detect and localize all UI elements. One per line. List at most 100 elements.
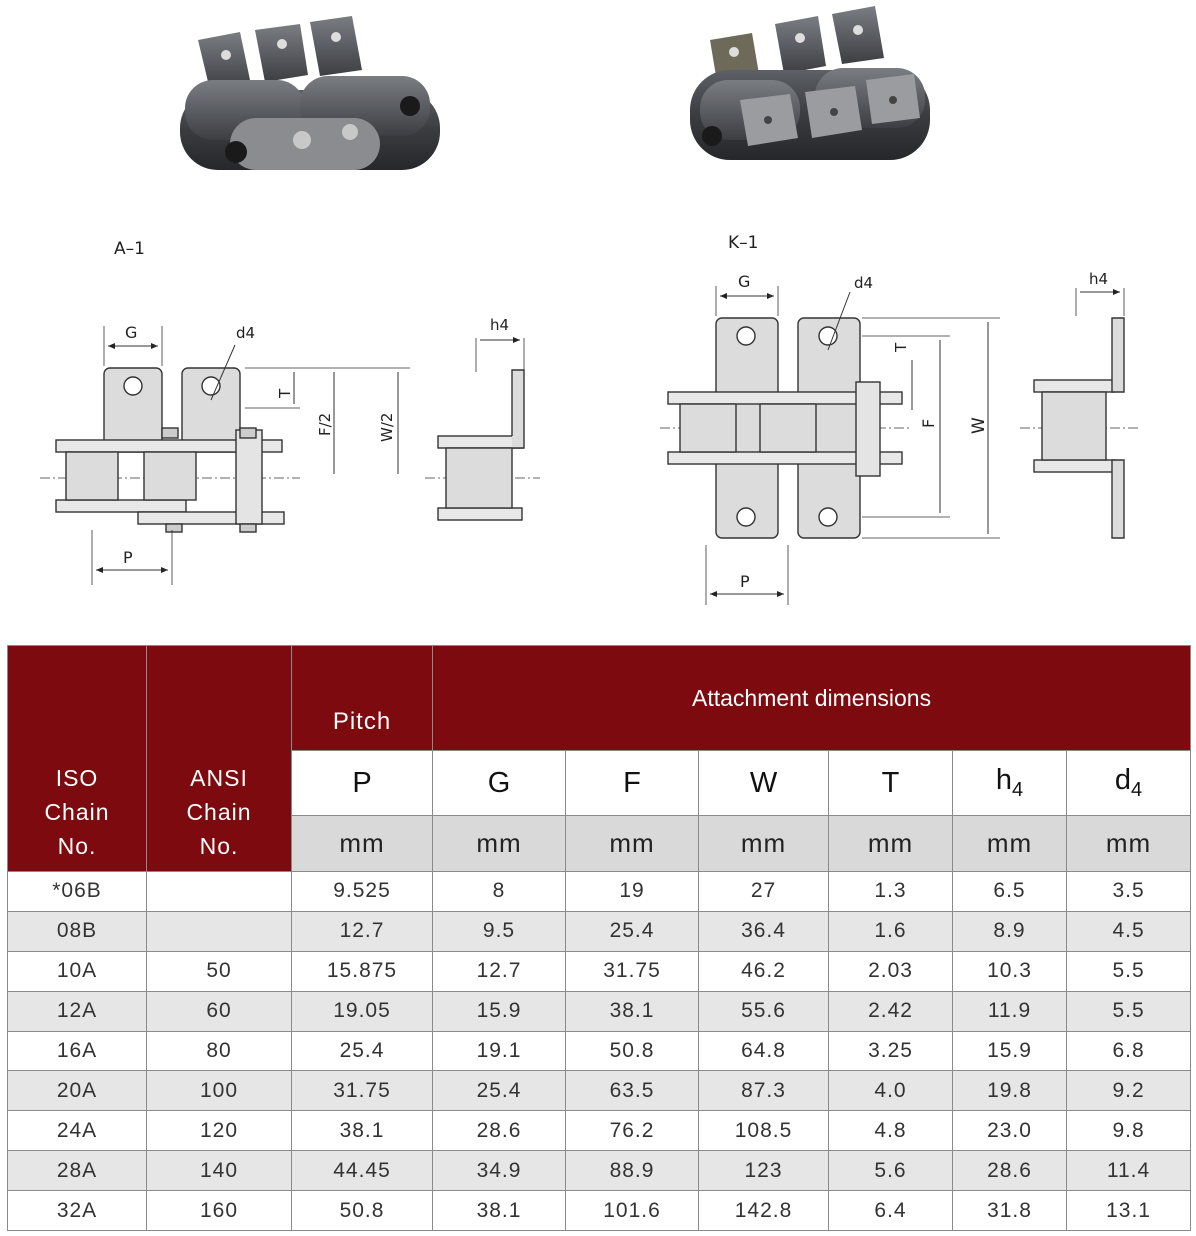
cell-iso: 32A (7, 1190, 147, 1231)
cell-t: 4.8 (828, 1110, 953, 1152)
cell-w: 108.5 (698, 1110, 829, 1152)
header-attachment-dimensions: Attachment dimensions (431, 645, 1192, 751)
drawing-k1 (660, 286, 1000, 605)
symbol-f: F (565, 750, 699, 816)
cell-ansi: 80 (146, 1030, 292, 1072)
table-body: *06B 9.525 8 19 27 1.3 6.5 3.5 08B 12.7 … (7, 871, 1192, 1231)
dim-label-t-k1: T (892, 342, 910, 353)
unit-p: mm (291, 815, 433, 872)
cell-pitch: 9.525 (291, 871, 433, 912)
dim-label-h4: h4 (490, 316, 509, 334)
cell-f: 25.4 (565, 910, 699, 952)
table-row: 28A 140 44.45 34.9 88.9 123 5.6 28.6 11.… (7, 1150, 1192, 1191)
chain-photo-k1 (690, 6, 930, 160)
unit-f: mm (565, 815, 699, 872)
cell-t: 2.42 (828, 990, 953, 1032)
drawing-a1 (40, 326, 410, 585)
cell-h4: 15.9 (952, 1030, 1067, 1072)
cell-t: 1.6 (828, 910, 953, 952)
cell-iso: 10A (7, 950, 147, 992)
cell-f: 19 (565, 871, 699, 912)
cell-g: 34.9 (432, 1150, 566, 1191)
cell-t: 6.4 (828, 1190, 953, 1231)
cell-ansi: 50 (146, 950, 292, 992)
unit-d4: mm (1065, 815, 1192, 872)
cell-iso: 16A (7, 1030, 147, 1072)
cell-ansi: 160 (146, 1190, 292, 1231)
unit-h4: mm (952, 815, 1067, 872)
cell-ansi: 120 (146, 1110, 292, 1152)
cell-iso: 28A (7, 1150, 147, 1191)
cell-h4: 31.8 (952, 1190, 1067, 1231)
cell-iso: 24A (7, 1110, 147, 1152)
cell-w: 27 (698, 871, 829, 912)
cell-w: 123 (698, 1150, 829, 1191)
cell-w: 142.8 (698, 1190, 829, 1231)
cell-pitch: 12.7 (291, 910, 433, 952)
cell-g: 15.9 (432, 990, 566, 1032)
cell-g: 9.5 (432, 910, 566, 952)
cell-w: 36.4 (698, 910, 829, 952)
cell-d4: 6.8 (1065, 1030, 1192, 1072)
cell-f: 50.8 (565, 1030, 699, 1072)
cell-pitch: 15.875 (291, 950, 433, 992)
dim-label-h4-k1: h4 (1089, 270, 1108, 288)
cell-h4: 23.0 (952, 1110, 1067, 1152)
cell-d4: 9.8 (1065, 1110, 1192, 1152)
cell-ansi: 140 (146, 1150, 292, 1191)
cell-iso: 12A (7, 990, 147, 1032)
cell-iso: *06B (7, 871, 147, 912)
dim-label-g-k1: G (738, 272, 750, 291)
unit-g: mm (432, 815, 566, 872)
cell-f: 38.1 (565, 990, 699, 1032)
table-row: 24A 120 38.1 28.6 76.2 108.5 4.8 23.0 9.… (7, 1110, 1192, 1152)
cell-t: 3.25 (828, 1030, 953, 1072)
cell-h4: 6.5 (952, 871, 1067, 912)
table-row: 08B 12.7 9.5 25.4 36.4 1.6 8.9 4.5 (7, 910, 1192, 952)
figure-label-k1: K–1 (728, 233, 758, 253)
dim-label-d4-k1: d4 (854, 274, 873, 292)
dim-label-p-k1: P (740, 572, 750, 591)
cell-d4: 9.2 (1065, 1070, 1192, 1112)
cell-g: 12.7 (432, 950, 566, 992)
cell-ansi (146, 910, 292, 952)
cell-h4: 28.6 (952, 1150, 1067, 1191)
table-row: *06B 9.525 8 19 27 1.3 6.5 3.5 (7, 871, 1192, 912)
table-row: 16A 80 25.4 19.1 50.8 64.8 3.25 15.9 6.8 (7, 1030, 1192, 1072)
header-iso-chain-no: ISO Chain No. (7, 645, 147, 872)
cell-d4: 11.4 (1065, 1150, 1192, 1191)
cell-d4: 4.5 (1065, 910, 1192, 952)
cell-h4: 10.3 (952, 950, 1067, 992)
dim-label-w-k1: W (969, 417, 989, 434)
cell-iso: 08B (7, 910, 147, 952)
cell-w: 46.2 (698, 950, 829, 992)
table-row: 20A 100 31.75 25.4 63.5 87.3 4.0 19.8 9.… (7, 1070, 1192, 1112)
chain-photo-a1 (180, 16, 440, 170)
cell-f: 63.5 (565, 1070, 699, 1112)
chain-spec-table: ISO Chain No. ANSI Chain No. Pitch Attac… (7, 645, 1192, 1231)
header-ansi-chain-no: ANSI Chain No. (146, 645, 292, 872)
dim-label-p: P (123, 548, 133, 567)
cell-t: 1.3 (828, 871, 953, 912)
unit-t: mm (828, 815, 953, 872)
cell-w: 87.3 (698, 1070, 829, 1112)
cell-pitch: 44.45 (291, 1150, 433, 1191)
cell-pitch: 38.1 (291, 1110, 433, 1152)
dim-label-w2: W/2 (378, 413, 396, 442)
cell-f: 101.6 (565, 1190, 699, 1231)
cell-f: 88.9 (565, 1150, 699, 1191)
header-pitch: Pitch (291, 645, 433, 751)
cell-ansi: 100 (146, 1070, 292, 1112)
symbol-p: P (291, 750, 433, 816)
dim-label-t: T (276, 388, 294, 399)
symbol-w: W (698, 750, 829, 816)
cell-g: 28.6 (432, 1110, 566, 1152)
cell-t: 4.0 (828, 1070, 953, 1112)
unit-w: mm (698, 815, 829, 872)
cell-pitch: 25.4 (291, 1030, 433, 1072)
table-row: 10A 50 15.875 12.7 31.75 46.2 2.03 10.3 … (7, 950, 1192, 992)
cell-g: 25.4 (432, 1070, 566, 1112)
table-row: 12A 60 19.05 15.9 38.1 55.6 2.42 11.9 5.… (7, 990, 1192, 1032)
symbol-g: G (432, 750, 566, 816)
cell-ansi (146, 871, 292, 912)
